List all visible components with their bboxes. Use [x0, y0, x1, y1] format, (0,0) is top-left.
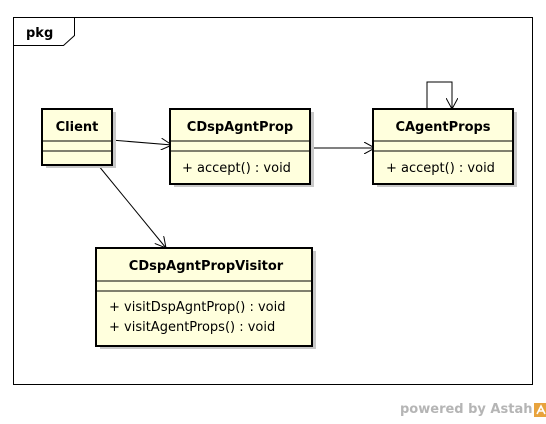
class-name: Client [56, 120, 99, 135]
class-name: CDspAgntPropVisitor [129, 259, 284, 274]
class-cagentprops[interactable]: CAgentProps + accept() : void [372, 108, 517, 187]
frame-tab [13, 17, 75, 46]
operation-visit-dsp-agnt-prop: + visitDspAgntProp() : void [109, 300, 286, 315]
class-box [169, 108, 311, 185]
association-client-to-cdspagntprop [110, 140, 172, 145]
class-box [41, 108, 113, 166]
operation-accept: + accept() : void [386, 161, 495, 176]
operation-visit-agent-props: + visitAgentProps() : void [109, 320, 275, 335]
association-client-to-visitor [97, 164, 166, 248]
astah-logo-icon [534, 402, 546, 417]
class-box [95, 247, 313, 347]
frame-label: pkg [26, 26, 53, 41]
association-cagentprops-self [426, 81, 452, 109]
class-box [372, 108, 514, 185]
class-client[interactable]: Client [41, 108, 116, 168]
watermark-text: powered by Astah [400, 402, 533, 417]
operation-accept: + accept() : void [182, 161, 291, 176]
class-cdspagntprop[interactable]: CDspAgntProp + accept() : void [169, 108, 314, 187]
associations [97, 81, 452, 248]
class-name: CDspAgntProp [187, 120, 293, 135]
astah-watermark: powered by Astah [400, 402, 546, 417]
class-name: CAgentProps [395, 120, 490, 135]
class-cdspagntpropvisitor[interactable]: CDspAgntPropVisitor + visitDspAgntProp()… [95, 247, 316, 349]
